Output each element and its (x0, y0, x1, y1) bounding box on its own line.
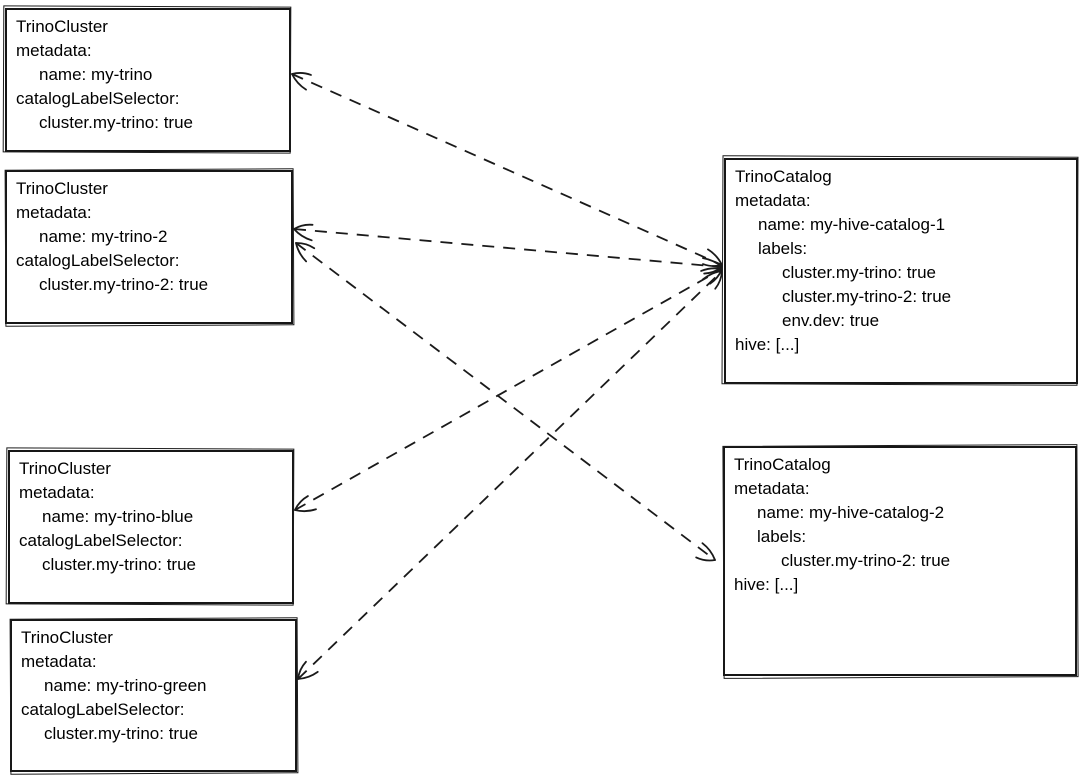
yaml-line: name: my-trino (39, 65, 153, 84)
trinocatalog-my-hive-catalog-1-box: TrinoCatalog metadata: name: my-hive-cat… (724, 158, 1078, 384)
arrowhead-icon (695, 556, 716, 562)
yaml-line: metadata: (21, 652, 97, 671)
yaml-line: cluster.my-trino-2: true (39, 275, 209, 294)
arrowhead-icon (702, 257, 723, 268)
yaml-line: hive: [...] (734, 575, 799, 594)
arrowhead-icon (709, 268, 723, 285)
arrowhead-icon (293, 223, 314, 230)
resource-kind: TrinoCluster (16, 179, 108, 198)
yaml-line: metadata: (734, 479, 810, 498)
yaml-line: cluster.my-trino-2: true (782, 287, 952, 306)
resource-kind: TrinoCluster (16, 17, 108, 36)
yaml-line: hive: [...] (735, 335, 800, 354)
yaml-line: catalogLabelSelector: (21, 700, 185, 719)
yaml-line: cluster.my-trino: true (782, 263, 936, 282)
trinocluster-my-trino-green-box: TrinoCluster metadata: name: my-trino-gr… (10, 619, 297, 772)
yaml-line: env.dev: true (782, 311, 880, 330)
yaml-line: cluster.my-trino: true (42, 555, 196, 574)
trinocluster-my-trino-blue-box: TrinoCluster metadata: name: my-trino-bl… (8, 450, 294, 604)
arrowhead-icon (293, 228, 313, 242)
arrowhead-icon (714, 270, 723, 290)
yaml-line: metadata: (19, 483, 95, 502)
edge-dashed-line (295, 242, 716, 561)
trinocatalog-my-hive-catalog-2-box: TrinoCatalog metadata: name: my-hive-cat… (723, 446, 1077, 676)
arrowhead-icon (700, 267, 723, 272)
yaml-line: labels: (757, 527, 807, 546)
arrowhead-icon (295, 242, 316, 250)
edge-dashed-line (294, 268, 723, 511)
resource-kind: TrinoCatalog (734, 455, 831, 474)
resource-kind: TrinoCluster (19, 459, 111, 478)
yaml-line: catalogLabelSelector: (16, 251, 180, 270)
edge-dashed-line (297, 270, 723, 680)
yaml-line: cluster.my-trino: true (44, 724, 198, 743)
arrowhead-icon (707, 248, 723, 266)
yaml-line: name: my-trino-green (44, 676, 207, 695)
arrowhead-icon (703, 266, 723, 275)
resource-kind: TrinoCluster (21, 628, 113, 647)
yaml-line: name: my-trino-blue (42, 507, 194, 526)
arrowhead-icon (291, 72, 312, 76)
yaml-line: catalogLabelSelector: (16, 89, 180, 108)
yaml-line: metadata: (16, 203, 92, 222)
trinocluster-my-trino-box: TrinoCluster metadata: name: my-trino ca… (5, 8, 291, 152)
arrowhead-icon (291, 73, 307, 91)
arrowhead-icon (701, 542, 716, 561)
arrowhead-icon (702, 263, 723, 267)
yaml-line: name: my-hive-catalog-1 (758, 215, 946, 234)
arrowhead-icon (294, 495, 309, 511)
arrowhead-icon (701, 270, 723, 281)
edge-dashed-line (293, 228, 723, 268)
yaml-line: metadata: (735, 191, 811, 210)
yaml-line: metadata: (16, 41, 92, 60)
resource-kind: TrinoCatalog (735, 167, 832, 186)
arrowhead-icon (297, 670, 319, 680)
arrowhead-icon (297, 660, 307, 680)
arrowhead-icon (295, 242, 308, 263)
yaml-line: name: my-hive-catalog-2 (757, 503, 945, 522)
yaml-line: cluster.my-trino: true (39, 113, 193, 132)
yaml-line: cluster.my-trino-2: true (781, 551, 951, 570)
yaml-line: labels: (758, 239, 808, 258)
yaml-line: name: my-trino-2 (39, 227, 168, 246)
yaml-line: catalogLabelSelector: (19, 531, 183, 550)
arrowhead-icon (294, 508, 317, 513)
edge-dashed-line (291, 73, 723, 266)
trinocluster-my-trino-2-box: TrinoCluster metadata: name: my-trino-2 … (5, 170, 293, 324)
